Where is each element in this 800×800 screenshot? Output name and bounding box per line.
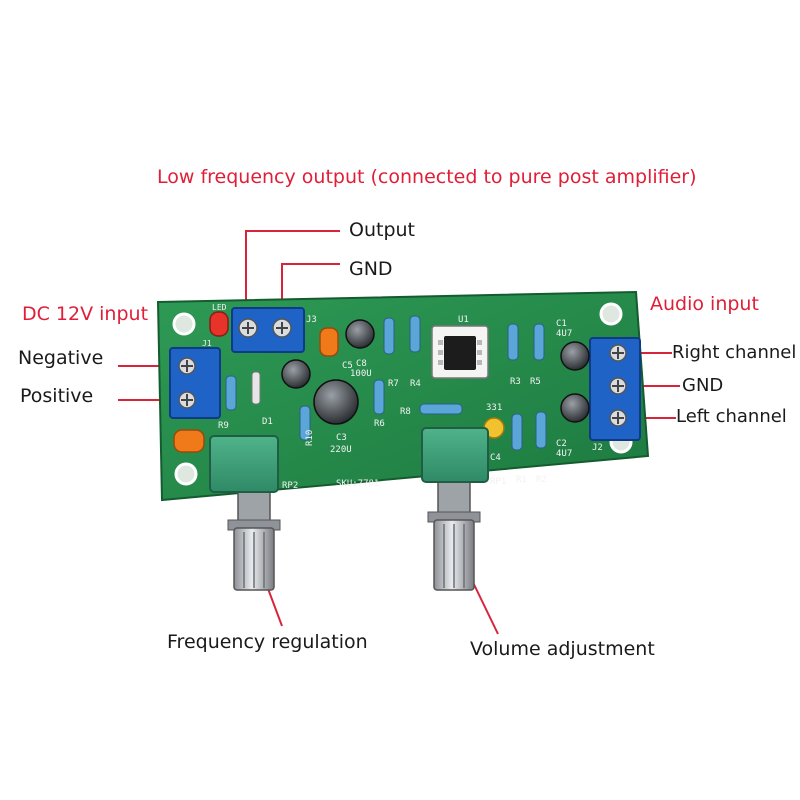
mounting-hole	[172, 312, 196, 336]
output-leader	[245, 230, 340, 318]
silk-r1: R1	[516, 475, 527, 485]
silk-d1: D1	[262, 417, 273, 427]
silk-led: LED	[212, 303, 227, 312]
silk-c3: C3	[336, 433, 347, 443]
silk-u1: U1	[458, 315, 469, 325]
silk-c2: C2	[556, 439, 567, 449]
output-label: Output	[349, 219, 415, 241]
right-channel-label: Right channel	[672, 342, 797, 363]
positive-label: Positive	[20, 385, 94, 407]
potentiometer-rp2	[209, 435, 281, 591]
silk-331: 331	[486, 403, 502, 413]
silk-c8: C8	[356, 359, 367, 369]
led	[209, 311, 229, 337]
silk-c5: C5	[342, 361, 353, 371]
silk-r2: R2	[536, 475, 547, 485]
dc-input-label: DC 12V input	[22, 303, 149, 325]
silk-r7: R7	[388, 379, 399, 389]
silk-j3: J3	[306, 315, 317, 325]
silk-r3: R3	[510, 377, 521, 387]
silk-r5: R5	[530, 377, 541, 387]
silk-c3-val: 220U	[330, 445, 352, 455]
j3-terminal	[231, 307, 305, 353]
silk-r10: R10	[305, 430, 315, 446]
silk-r9: R9	[218, 421, 229, 431]
capacitor-orange	[173, 429, 205, 453]
capacitor-c5	[319, 327, 339, 357]
volume-adjustment-label: Volume adjustment	[470, 638, 655, 660]
silk-r4: R4	[410, 379, 421, 389]
header-label: Low frequency output (connected to pure …	[157, 166, 697, 188]
gnd-top-label: GND	[349, 258, 393, 280]
silk-j2: J2	[592, 443, 603, 453]
mounting-hole	[599, 302, 623, 326]
silk-c8-val: 100U	[350, 369, 372, 379]
frequency-regulation-label: Frequency regulation	[167, 631, 368, 653]
j2-terminal	[589, 337, 641, 441]
audio-input-label: Audio input	[650, 293, 759, 315]
u1-ic	[431, 325, 489, 379]
silk-c1-val: 4U7	[556, 329, 572, 339]
resistors	[225, 315, 547, 451]
left-channel-label: Left channel	[676, 406, 787, 427]
j1-terminal	[169, 347, 221, 419]
gnd-right-label: GND	[682, 375, 724, 396]
silk-rp2: RP2	[282, 481, 298, 491]
negative-label: Negative	[18, 347, 104, 369]
silk-rp1: RP1	[490, 477, 506, 487]
silk-c4: C4	[490, 453, 501, 463]
electrolytic-capacitors	[281, 319, 590, 425]
silk-j1: J1	[202, 339, 212, 348]
silk-sku: SKU:7781	[336, 479, 379, 489]
silk-c2-val: 4U7	[556, 449, 572, 459]
potentiometer-rp1	[421, 427, 489, 591]
silk-r6: R6	[374, 419, 385, 429]
silk-c1: C1	[556, 319, 567, 329]
mounting-hole	[174, 462, 198, 486]
silk-r8: R8	[400, 407, 411, 417]
